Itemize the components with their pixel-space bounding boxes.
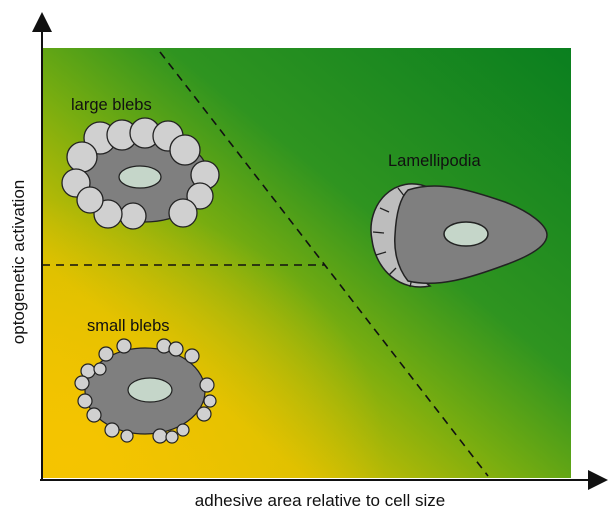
lamellipodia-nucleus <box>444 222 488 246</box>
small-bleb-nucleus <box>128 378 172 402</box>
x-axis-label: adhesive area relative to cell size <box>195 491 445 510</box>
large-bleb-nucleus <box>119 166 161 188</box>
label-lamellipodia: Lamellipodia <box>388 152 481 170</box>
label-large-blebs: large blebs <box>71 96 152 114</box>
label-small-blebs: small blebs <box>87 317 170 335</box>
y-axis-label: optogenetic activation <box>9 180 28 344</box>
